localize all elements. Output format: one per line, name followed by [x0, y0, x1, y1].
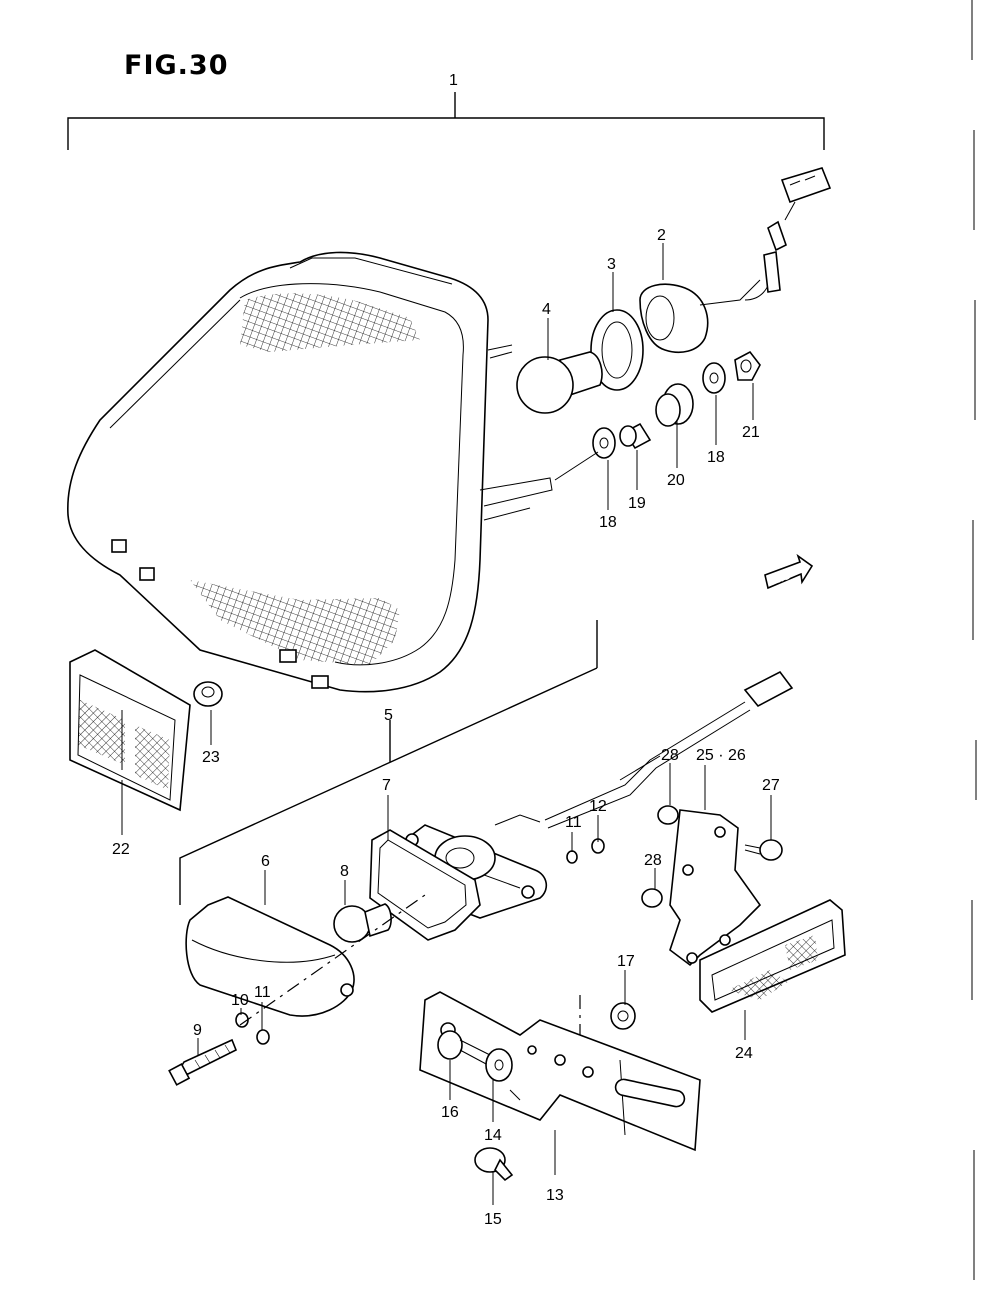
fwd-arrow: FWD [764, 553, 814, 590]
nut-23 [193, 681, 223, 707]
bulb-small [333, 903, 392, 943]
washer-11-upper [566, 850, 578, 864]
lamp-lens [185, 896, 355, 1017]
callout-27: 27 [762, 777, 780, 794]
callout-8: 8 [340, 863, 349, 880]
nut-28-upper [657, 805, 679, 825]
callout-labels: 1 2 3 4 5 6 7 8 9 10 11 11 12 13 14 15 1… [112, 72, 780, 1228]
gasket-ring [590, 309, 644, 391]
nut-28-lower [641, 888, 663, 908]
bolt-16 [437, 1030, 491, 1066]
callout-28-upper: 28 [661, 747, 679, 764]
reflector-left [69, 649, 191, 812]
callout-21: 21 [742, 424, 760, 441]
nut-17 [610, 1002, 636, 1030]
callout-6: 6 [261, 853, 270, 870]
connector-plug-upper [780, 167, 832, 221]
bulb-socket [639, 220, 787, 354]
screw-9 [168, 1038, 238, 1086]
figure-title: FIG.30 [124, 50, 229, 81]
tail-lamp-housing [67, 251, 553, 693]
callout-10: 10 [231, 992, 249, 1009]
screw-27 [744, 839, 783, 861]
callout-24: 24 [735, 1045, 753, 1062]
callout-12: 12 [589, 798, 607, 815]
callout-1: 1 [449, 72, 458, 89]
callout-17: 17 [617, 953, 635, 970]
assembly-bracket-1 [67, 92, 825, 150]
washer-11-lower [256, 1029, 270, 1045]
scan-edge-marks [971, 0, 977, 1280]
bulb-large [516, 351, 603, 414]
callout-16: 16 [441, 1104, 459, 1121]
reflector-right [699, 899, 846, 1013]
lamp-wire [544, 670, 794, 829]
center-line-lens [239, 894, 426, 1026]
lamp-gasket [369, 829, 481, 941]
washer-14 [485, 1048, 521, 1101]
license-plate-bracket [419, 991, 701, 1152]
leader-lines [121, 243, 772, 1205]
callout-7: 7 [382, 777, 391, 794]
assembly-bracket-5 [179, 620, 598, 905]
callout-14: 14 [484, 1127, 502, 1144]
callout-9: 9 [193, 1022, 202, 1039]
callout-20: 20 [667, 472, 685, 489]
reflector-bracket [669, 809, 762, 967]
callout-13: 13 [546, 1187, 564, 1204]
callout-22: 22 [112, 841, 130, 858]
callout-18-right: 18 [707, 449, 725, 466]
callout-3: 3 [607, 256, 616, 273]
callout-19: 19 [628, 495, 646, 512]
callout-28-lower: 28 [644, 852, 662, 869]
callout-5: 5 [384, 707, 393, 724]
callout-11-upper: 11 [565, 814, 582, 831]
cap-15 [474, 1147, 514, 1182]
callout-18-left: 18 [599, 514, 617, 531]
callout-23: 23 [202, 749, 220, 766]
callout-25-26: 25 · 26 [696, 747, 746, 764]
callout-2: 2 [657, 227, 666, 244]
hardware-upper [554, 350, 761, 481]
callout-15: 15 [484, 1211, 502, 1228]
callout-11-lower: 11 [254, 984, 271, 1001]
callout-4: 4 [542, 301, 551, 318]
